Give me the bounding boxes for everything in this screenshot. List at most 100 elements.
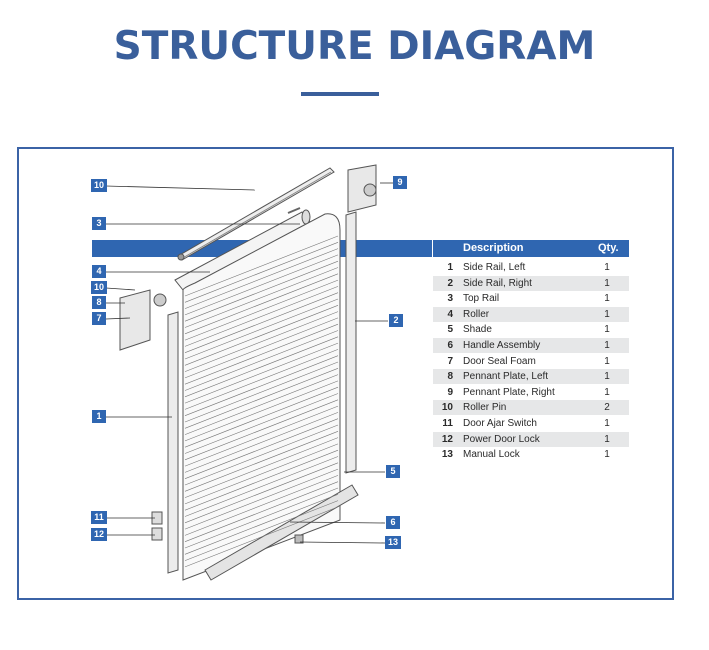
table-row: 11 Door Ajar Switch 1 [433,416,629,431]
shade-slat [184,349,339,410]
shade-slat [184,254,339,316]
part-number: 11 [442,418,453,429]
shade-slat [184,431,339,492]
part-description: Roller [463,308,490,320]
part-description: Pennant Plate, Left [463,371,549,383]
part-description: Top Rail [463,293,500,305]
part-qty: 1 [604,371,610,383]
part-qty: 1 [604,277,610,289]
side-rail-right-drawing [345,211,357,474]
part-number: 6 [447,340,453,351]
table-row: 1 Side Rail, Left 1 [433,260,629,275]
shade-slat [184,462,339,524]
shade-drawing [182,213,341,581]
part-description: Door Ajar Switch [463,418,537,429]
parts-table-header: Description Qty. [433,240,629,257]
shade-slat [184,330,339,391]
shade-slat [184,386,339,448]
shade-slat [184,273,339,335]
part-qty: 1 [604,324,610,336]
part-qty: 1 [604,293,610,305]
shade-slats [184,235,339,568]
callout-3: 3 [92,217,106,230]
part-qty: 1 [604,262,610,273]
pennant-plate-right-drawing [347,164,377,213]
title-underline [301,92,379,96]
shade-slat [184,260,339,322]
shade-slat [184,279,339,341]
shade-slat [184,393,339,454]
part-qty: 1 [604,449,610,461]
shade-slat [184,449,339,511]
part-description: Side Rail, Left [463,262,526,273]
part-qty: 1 [604,418,610,429]
part-description: Door Seal Foam [463,355,536,367]
part-description: Manual Lock [463,449,520,461]
part-number: 12 [441,433,453,445]
shade-slat [184,424,339,486]
part-number: 13 [441,449,453,461]
part-number: 2 [447,277,453,289]
callout-12: 12 [91,528,107,541]
part-qty: 1 [604,308,610,320]
col-qty: Qty. [598,242,619,254]
shade-slat [184,380,339,442]
part-description: Side Rail, Right [463,277,532,289]
part-description: Handle Assembly [463,340,541,351]
shade-slat [184,418,339,479]
shade-slat [184,323,339,385]
shade-slat [184,355,339,416]
shade-slat [184,374,339,435]
part-description: Shade [463,324,492,336]
part-number: 4 [447,308,453,320]
shade-slat [184,475,339,536]
shade-slat [184,487,339,549]
callout-1: 1 [92,410,106,423]
callout-8: 8 [92,296,106,309]
shade-slat [184,298,339,360]
callout-4: 4 [92,265,106,278]
shade-slat [184,412,339,473]
callout-5: 5 [386,465,400,478]
part-number: 1 [447,262,453,273]
shade-slat [184,248,339,309]
part-description: Roller Pin [463,402,507,414]
callout-6: 6 [386,516,400,529]
shade-slat [184,500,339,561]
shade-slat [184,506,339,568]
callout-10-left: 10 [91,281,107,294]
part-number: 7 [447,355,453,367]
shade-slat [184,235,339,297]
part-number: 10 [441,402,453,414]
table-row: 13 Manual Lock 1 [433,447,629,462]
shade-slat [184,317,339,379]
shade-slat [184,336,339,398]
part-description: Power Door Lock [463,433,540,445]
callout-10-top: 10 [91,179,107,192]
power-door-lock-drawing [151,527,163,541]
handle-assembly-drawing [204,484,359,581]
callout-11: 11 [91,511,107,524]
pennant-plate-left-drawing [119,289,167,351]
shade-slat [184,443,339,505]
callout-2: 2 [389,314,403,327]
side-rail-left-drawing [167,311,179,574]
shade-slat [184,267,339,328]
callout-9: 9 [393,176,407,189]
shade-slat [184,368,339,429]
manual-lock-drawing [294,534,304,544]
part-qty: 1 [604,386,610,398]
shade-slat [184,405,339,467]
page-title: STRUCTURE DIAGRAM [113,24,596,69]
callout-7: 7 [92,312,106,325]
part-qty: 1 [604,433,610,445]
part-number: 3 [447,293,453,305]
shade-slat [184,494,339,555]
